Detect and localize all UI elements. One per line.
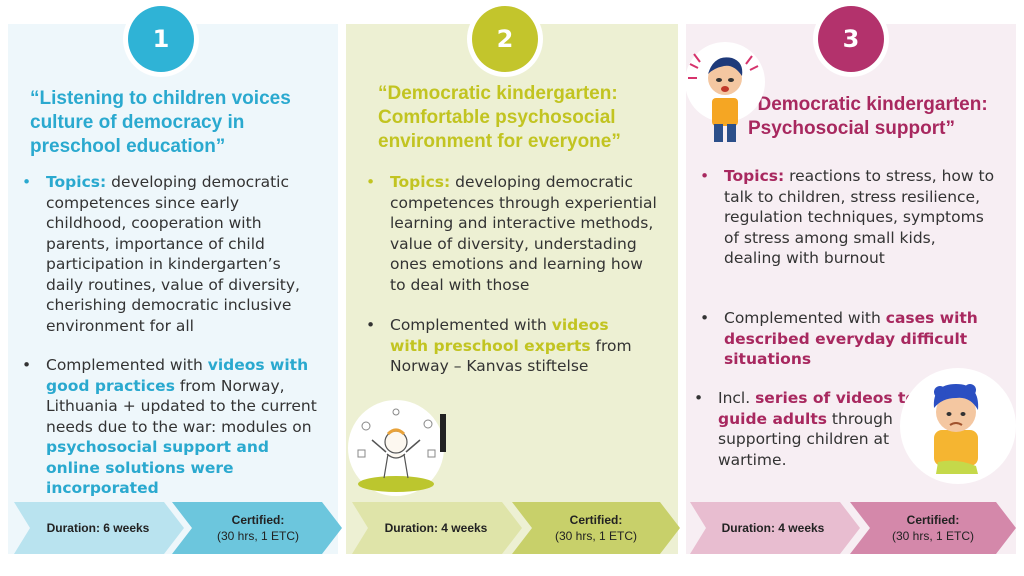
topics-label: Topics: [390, 173, 451, 191]
course-title-1: “Listening to children voices culture of… [30, 88, 291, 157]
complement-text: Complemented with [390, 316, 552, 334]
videos-bullet-3: •Incl. series of videos to guide adults … [694, 389, 917, 469]
videos-highlight: series of videos to guide adults [718, 389, 917, 428]
complement-bullet-3: •Complemented with cases with described … [700, 309, 978, 368]
arrow-shape [512, 502, 680, 554]
arrow-shape [850, 502, 1016, 554]
certified-label-1: Certified: (30 hrs, 1 ETC) [190, 502, 326, 554]
certified-title: Certified: [569, 513, 623, 527]
course-number-badge-3: 3 [818, 6, 884, 72]
topics-text: reactions to stress, how to talk to chil… [724, 167, 995, 267]
duration-label-2: Duration: 4 weeks [384, 521, 488, 535]
duration-label-3: Duration: 4 weeks [721, 521, 825, 535]
complement-text: from Norway, Lithuania + updated to the … [46, 376, 317, 436]
certified-label-2: Certified: (30 hrs, 1 ETC) [528, 502, 664, 554]
topics-bullet-1: •Topics: developing democratic competenc… [22, 173, 300, 335]
topics-text: developing democratic competences since … [46, 173, 300, 335]
certified-title: Certified: [231, 513, 285, 527]
complement-text: Complemented with [46, 356, 208, 374]
arrow-shape [352, 502, 522, 554]
course-number-badge-1: 1 [128, 6, 194, 72]
topics-label: Topics: [724, 167, 785, 185]
sad-child-icon [900, 368, 1016, 484]
complement-highlight: cases with described everyday difficult … [724, 309, 978, 368]
complement-highlight: videos with good practices [46, 356, 309, 395]
certified-detail: (30 hrs, 1 ETC) [554, 529, 638, 543]
topics-text: developing democratic competences throug… [390, 173, 657, 294]
complement-highlight: psychosocial support and online solution… [46, 438, 269, 497]
course-title-3: “Democratic kindergarten: Psychosocial s… [748, 94, 988, 139]
course-panel-1 [8, 24, 338, 554]
baby-icon [348, 400, 446, 496]
topics-label: Topics: [46, 173, 107, 191]
certified-detail: (30 hrs, 1 ETC) [891, 529, 975, 543]
videos-text: Incl. [718, 389, 756, 407]
certified-detail: (30 hrs, 1 ETC) [216, 529, 300, 543]
arrow-shape [14, 502, 184, 554]
complement-bullet-1: •Complemented with videos with good prac… [22, 356, 317, 497]
stressed-child-icon [685, 42, 765, 142]
course-number-badge-2: 2 [472, 6, 538, 72]
complement-text: from Norway – Kanvas stiftelse [390, 336, 632, 376]
complement-bullet-2: •Complemented with videos with preschool… [366, 316, 632, 376]
arrow-shape [172, 502, 342, 554]
topics-bullet-3: •Topics: reactions to stress, how to tal… [700, 167, 995, 267]
duration-label-1: Duration: 6 weeks [46, 521, 150, 535]
arrow-shape [690, 502, 860, 554]
complement-highlight: videos with preschool experts [390, 316, 609, 355]
topics-bullet-2: •Topics: developing democratic competenc… [366, 173, 657, 294]
certified-title: Certified: [906, 513, 960, 527]
complement-text: Complemented with [724, 309, 886, 327]
course-title-2: “Democratic kindergarten: Comfortable ps… [378, 83, 621, 152]
videos-text: through supporting children at wartime. [718, 409, 893, 469]
certified-label-3: Certified: (30 hrs, 1 ETC) [866, 502, 1000, 554]
